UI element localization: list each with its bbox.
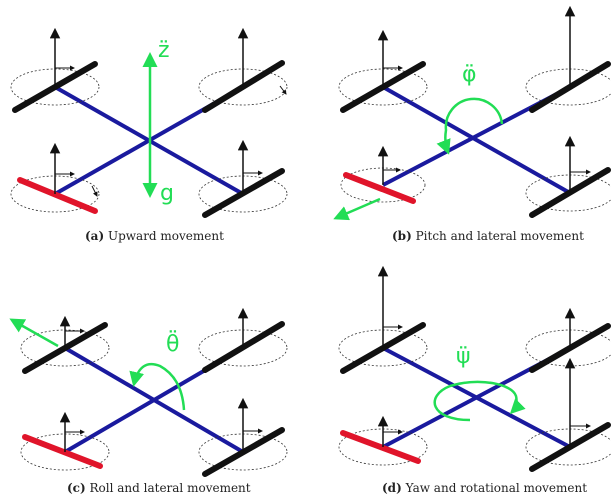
rotor-back-left: [20, 315, 110, 374]
lateral-arrow: [333, 197, 381, 221]
caption-tag: (a): [85, 229, 105, 243]
caption-text: Yaw and rotational movement: [405, 481, 588, 495]
roll-rotation-arrow: [129, 362, 186, 411]
gravity-label: g: [160, 181, 174, 206]
panel-b: [333, 5, 611, 221]
caption-c: (c) Roll and lateral movement: [67, 481, 251, 495]
caption-a: (a) Upward movement: [85, 229, 224, 243]
rotor-front-left: [340, 145, 426, 204]
caption-text: Roll and lateral movement: [89, 481, 251, 495]
yaw-rotation-arrow: [433, 380, 526, 422]
pitch-rotation-arrow: [436, 97, 504, 155]
caption-tag: (b): [392, 229, 412, 243]
caption-d: (d) Yaw and rotational movement: [382, 481, 587, 495]
rotor-front-left: [338, 415, 428, 466]
panel-d: [338, 265, 611, 472]
rotor-back-right: [525, 5, 611, 113]
rotor-front-left: [20, 411, 110, 471]
roll-accel-label: θ̈: [166, 332, 180, 357]
caption-text: Upward movement: [107, 229, 224, 243]
rotor-front-right: [525, 135, 611, 218]
rotor-front-right: [525, 357, 611, 472]
rotor-back-left: [338, 29, 428, 113]
z-accel-label: z̈: [158, 38, 170, 63]
rotor-back-left: [10, 27, 100, 113]
caption-tag: (c): [67, 481, 86, 495]
rotor-back-right: [198, 307, 288, 373]
yaw-accel-label: ψ̈: [456, 344, 471, 369]
lateral-arrow: [9, 318, 59, 348]
pitch-accel-label: φ̈: [462, 62, 477, 87]
rotor-front-right: [198, 139, 288, 218]
panel-c: [9, 307, 288, 477]
caption-text: Pitch and lateral movement: [415, 229, 584, 243]
caption-b: (b) Pitch and lateral movement: [392, 229, 584, 243]
panel-a: [10, 27, 288, 218]
rotor-front-left: [10, 142, 100, 214]
rotor-back-right: [525, 307, 611, 373]
rotor-front-right: [198, 397, 288, 477]
rotor-back-left: [338, 265, 428, 374]
arm: [382, 85, 571, 195]
caption-tag: (d): [382, 481, 402, 495]
rotor-back-right: [198, 27, 288, 113]
